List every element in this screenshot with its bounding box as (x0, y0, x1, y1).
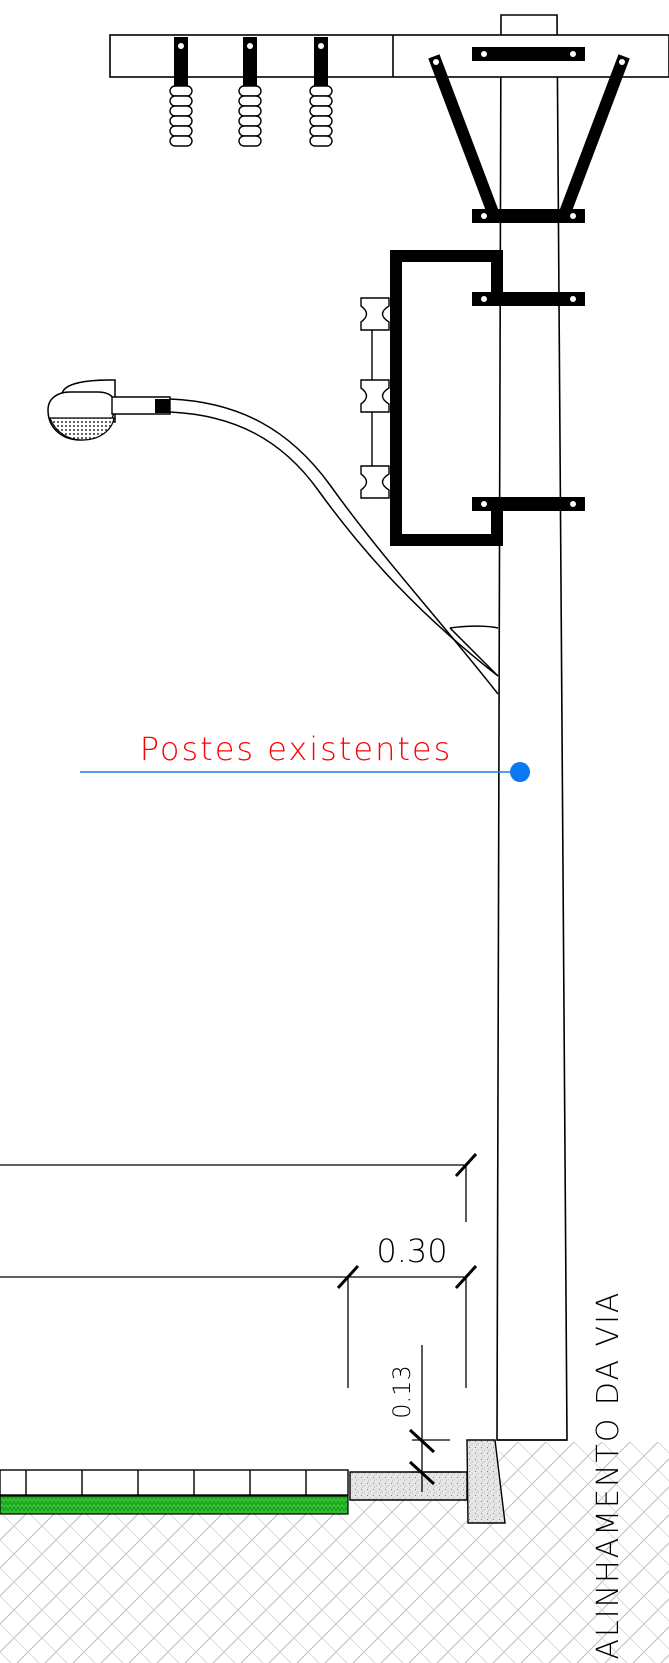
secondary-rack (390, 250, 503, 546)
spool-insulators (360, 297, 390, 499)
road-alignment-label: ALINHAMENTO DA VIA (591, 1291, 626, 1660)
insulator-2 (238, 37, 262, 147)
reference-lines (0, 1164, 467, 1278)
dimension-030-label: 0.30 (376, 1232, 447, 1270)
crossarm-braces (428, 54, 630, 218)
dimension-013-label: 0.13 (388, 1365, 416, 1418)
annotation-label: Postes existentes (140, 730, 453, 768)
dimension-030 (336, 1152, 478, 1388)
curb-concrete (349, 1439, 506, 1524)
luminaire-head (47, 379, 171, 441)
pole (496, 14, 568, 1441)
dimension-013 (408, 1345, 460, 1492)
crossarm (109, 34, 669, 78)
annotation-marker (510, 762, 530, 782)
grass-strip (0, 1495, 349, 1515)
luminaire-arm (169, 398, 499, 695)
insulator-3 (309, 37, 333, 147)
insulator-1 (169, 37, 193, 147)
sidewalk-pavers (0, 1469, 349, 1496)
